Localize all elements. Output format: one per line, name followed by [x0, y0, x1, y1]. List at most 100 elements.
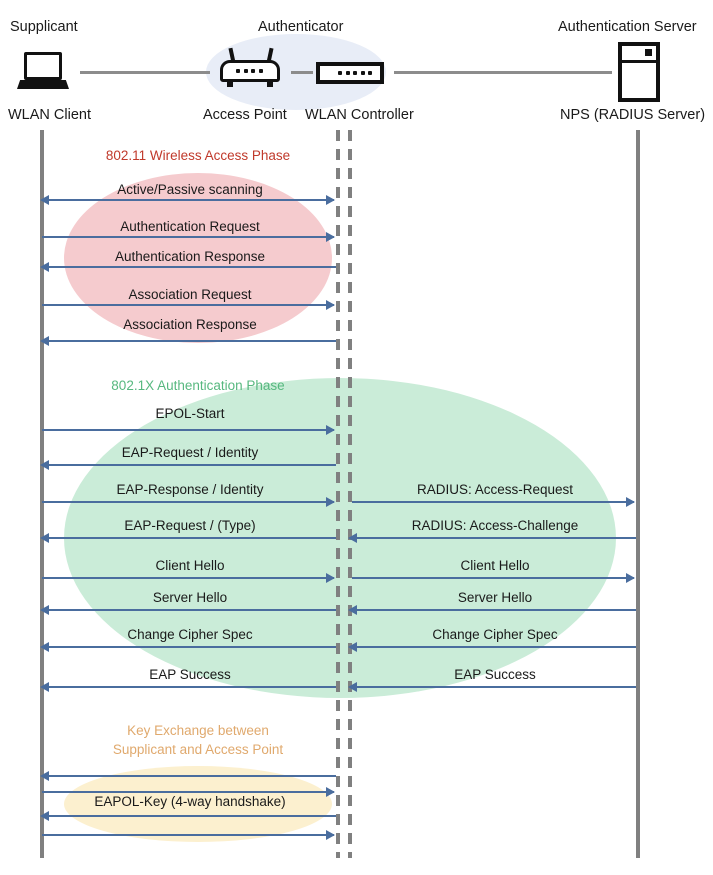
- laptop-base-part: [17, 80, 69, 89]
- controller-body-part: [316, 62, 384, 84]
- message-label-left: Authentication Request: [120, 219, 260, 234]
- controller-led: [338, 71, 342, 75]
- controller-led-row: [338, 71, 372, 75]
- controller-led: [345, 71, 350, 75]
- arrow-head-right: [326, 232, 335, 242]
- phase-title-dot1x-auth: 802.1X Authentication Phase: [111, 378, 285, 393]
- message-label-left: Change Cipher Spec: [127, 627, 253, 642]
- actor-role-authentication-server: Authentication Server: [558, 19, 697, 35]
- message-line-left: [44, 464, 336, 466]
- message-line-left: [44, 199, 334, 201]
- arrow-head-right: [326, 787, 335, 797]
- ap-foot-right: [267, 82, 273, 87]
- lifeline-authenticator-right: [348, 130, 352, 858]
- arrow-head-left: [348, 605, 357, 615]
- access-point-icon: [216, 47, 284, 90]
- message-label-right: EAP Success: [454, 667, 536, 682]
- message-line-right: [352, 609, 636, 611]
- phase-title-wireless-access: 802.11 Wireless Access Phase: [105, 148, 291, 163]
- message-line-left: [42, 501, 334, 503]
- ap-foot-left: [227, 82, 233, 87]
- message-line-left: [44, 646, 336, 648]
- arrow-head-left: [40, 682, 49, 692]
- message-label-left: EAP Success: [149, 667, 231, 682]
- message-line-left: [44, 537, 336, 539]
- arrow-head-left: [348, 642, 357, 652]
- message-label-left: Active/Passive scanning: [117, 182, 263, 197]
- arrow-head-left: [40, 771, 49, 781]
- message-label-left: EAP-Request / Identity: [121, 445, 259, 460]
- phase-ellipse-key-exchange: [64, 766, 332, 842]
- message-label-right: Server Hello: [457, 590, 533, 605]
- wire-client-to-ap: [80, 71, 210, 74]
- message-line-left: [42, 304, 334, 306]
- message-label-right: RADIUS: Access-Challenge: [411, 518, 579, 533]
- ap-body-part: [220, 60, 280, 82]
- arrow-head-left: [348, 533, 357, 543]
- controller-led: [353, 71, 357, 75]
- arrow-head-right: [326, 300, 335, 310]
- message-label-left: Client Hello: [155, 558, 225, 573]
- arrow-head-right: [326, 425, 335, 435]
- ap-led: [258, 69, 263, 73]
- message-line-left: [44, 609, 336, 611]
- message-label-left: Association Response: [123, 317, 257, 332]
- message-label-left: Association Request: [128, 287, 252, 302]
- message-line-right: [352, 501, 634, 503]
- ap-led-row: [236, 69, 263, 73]
- server-chassis-part: [618, 42, 660, 102]
- actor-role-authenticator: Authenticator: [258, 19, 344, 35]
- server-led: [645, 49, 652, 56]
- message-label-left: Server Hello: [152, 590, 228, 605]
- wlan-controller-icon: [316, 52, 384, 88]
- arrow-head-left: [348, 682, 357, 692]
- actor-device-wlan-client: WLAN Client: [8, 107, 91, 123]
- message-line-left: [44, 266, 336, 268]
- server-divider-part: [622, 60, 656, 63]
- arrow-head-left: [40, 336, 49, 346]
- actor-role-supplicant: Supplicant: [10, 19, 78, 35]
- message-label-right: RADIUS: Access-Request: [416, 482, 574, 497]
- server-icon: [618, 42, 660, 102]
- message-label-right: Client Hello: [460, 558, 530, 573]
- arrow-head-left: [40, 605, 49, 615]
- arrow-head-left: [40, 195, 49, 205]
- message-line-left: [42, 236, 334, 238]
- ap-led: [243, 69, 248, 73]
- arrow-head-left: [40, 642, 49, 652]
- arrow-head-right: [326, 830, 335, 840]
- message-label-left: EPOL-Start: [155, 406, 225, 421]
- arrow-head-left: [40, 460, 49, 470]
- arrow-head-right: [326, 195, 335, 205]
- message-line-right: [352, 646, 636, 648]
- phase-ellipse-wireless-access: [64, 173, 332, 343]
- arrow-head-right: [326, 497, 335, 507]
- wire-ap-to-controller: [291, 71, 313, 74]
- message-line-left: [42, 834, 334, 836]
- message-label-left: EAP-Request / (Type): [124, 518, 256, 533]
- message-line-left: [42, 577, 334, 579]
- message-line-right: [352, 686, 636, 688]
- actor-device-nps-radius-server: NPS (RADIUS Server): [560, 107, 706, 123]
- message-line-left: [42, 429, 334, 431]
- message-line-right: [352, 577, 634, 579]
- laptop-icon: [17, 52, 69, 90]
- ap-led: [236, 69, 240, 73]
- arrow-head-left: [40, 811, 49, 821]
- arrow-head-right: [626, 573, 635, 583]
- message-label-left: EAP-Response / Identity: [116, 482, 264, 497]
- message-label-left: Authentication Response: [114, 249, 266, 264]
- message-line-left: [44, 340, 336, 342]
- wire-controller-to-server: [394, 71, 612, 74]
- controller-led: [360, 71, 365, 75]
- message-line-left: [44, 775, 336, 777]
- message-line-right: [352, 537, 636, 539]
- message-label-eapol-key: EAPOL-Key (4-way handshake): [94, 794, 286, 809]
- message-line-left: [44, 686, 336, 688]
- controller-led: [368, 71, 372, 75]
- arrow-head-right: [626, 497, 635, 507]
- actor-device-wlan-controller: WLAN Controller: [305, 107, 414, 123]
- message-line-left: [42, 791, 334, 793]
- phase-title-key-exchange: Key Exchange between Supplicant and Acce…: [112, 723, 284, 757]
